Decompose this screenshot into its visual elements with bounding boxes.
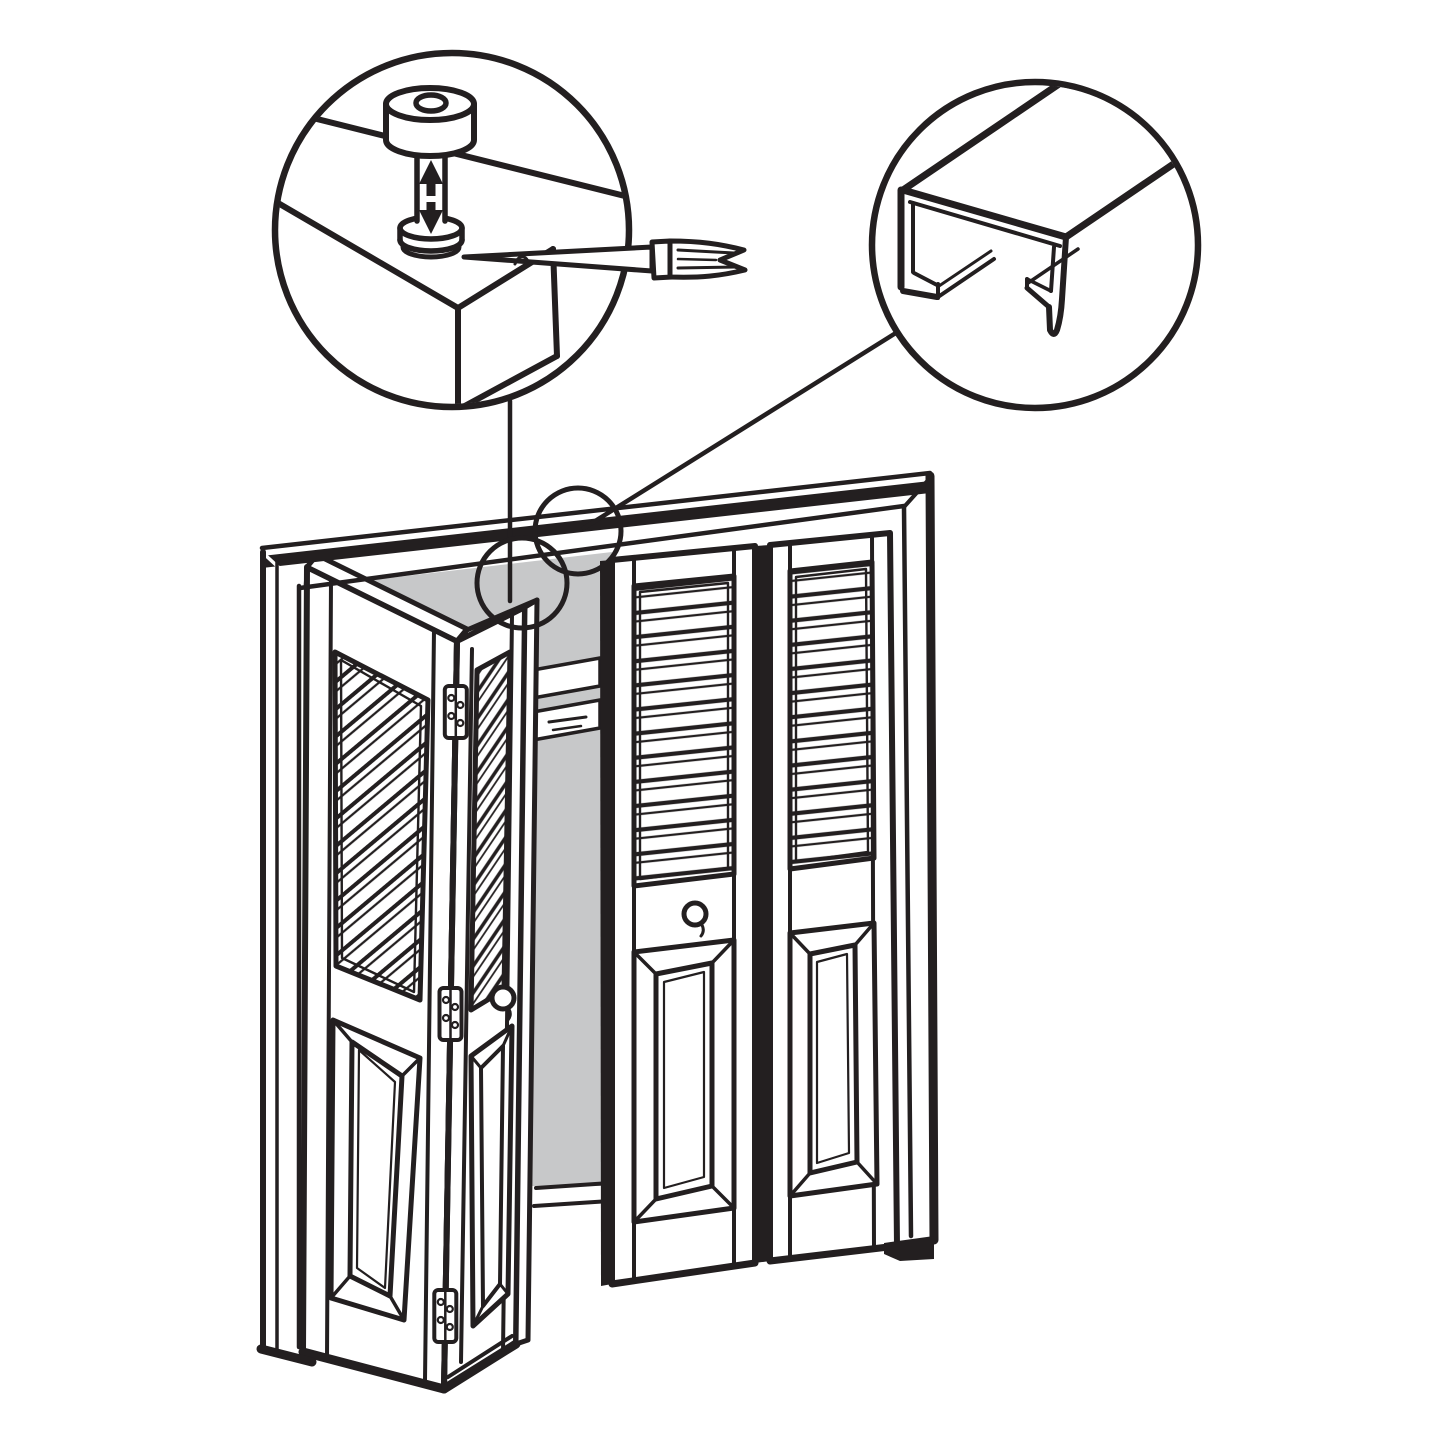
hinge	[442, 684, 469, 740]
track-right-wall	[1024, 234, 1080, 337]
track-left-wall	[897, 186, 996, 300]
leader-line-track	[581, 328, 902, 531]
louver-panel	[631, 573, 737, 889]
door-knob	[681, 900, 709, 938]
bifold-pair-closed	[600, 530, 901, 1288]
raised-panel	[631, 937, 737, 1225]
door-leaf-1	[298, 552, 470, 1394]
head-jamb-track-band	[259, 470, 933, 591]
bifold-pair-open	[298, 552, 540, 1394]
spanner-screwdriver	[461, 238, 748, 281]
detail-marker-circles	[474, 485, 624, 631]
louver-panel	[787, 559, 877, 872]
hinge	[437, 986, 464, 1042]
door-leaf-4	[766, 530, 901, 1265]
door-knob	[489, 984, 517, 1022]
left-jamb	[256, 549, 317, 1367]
left-jamb-foot	[256, 1344, 317, 1367]
blade-break-mark	[513, 255, 530, 266]
leaf-meeting-gap	[755, 545, 770, 1263]
leader-lines	[507, 328, 902, 604]
door-leaf-3	[608, 543, 759, 1288]
pivot-pin	[383, 85, 477, 260]
detail-source-circle-pivot	[474, 535, 570, 631]
callout-pivot-pin-detail	[271, 49, 748, 411]
raised-panel	[328, 1017, 423, 1323]
floor-threshold	[532, 1181, 612, 1208]
door-frame	[256, 470, 939, 1367]
up-down-adjustment-arrow	[419, 160, 443, 234]
right-jamb-foot	[884, 1236, 934, 1261]
pivot-pin-cap	[383, 85, 477, 159]
louver-panel	[468, 649, 513, 1013]
louver-panel	[332, 649, 431, 1003]
hinge	[432, 1288, 459, 1344]
door-leaf-2	[439, 597, 540, 1394]
right-jamb	[884, 471, 939, 1261]
detail-source-circle-track	[532, 485, 624, 577]
raised-panel	[468, 1023, 515, 1329]
head-jamb-inner-edge	[297, 503, 907, 591]
raised-panel	[787, 920, 880, 1199]
callout-track-detail	[868, 78, 1202, 412]
head-jamb-miter	[261, 551, 302, 589]
